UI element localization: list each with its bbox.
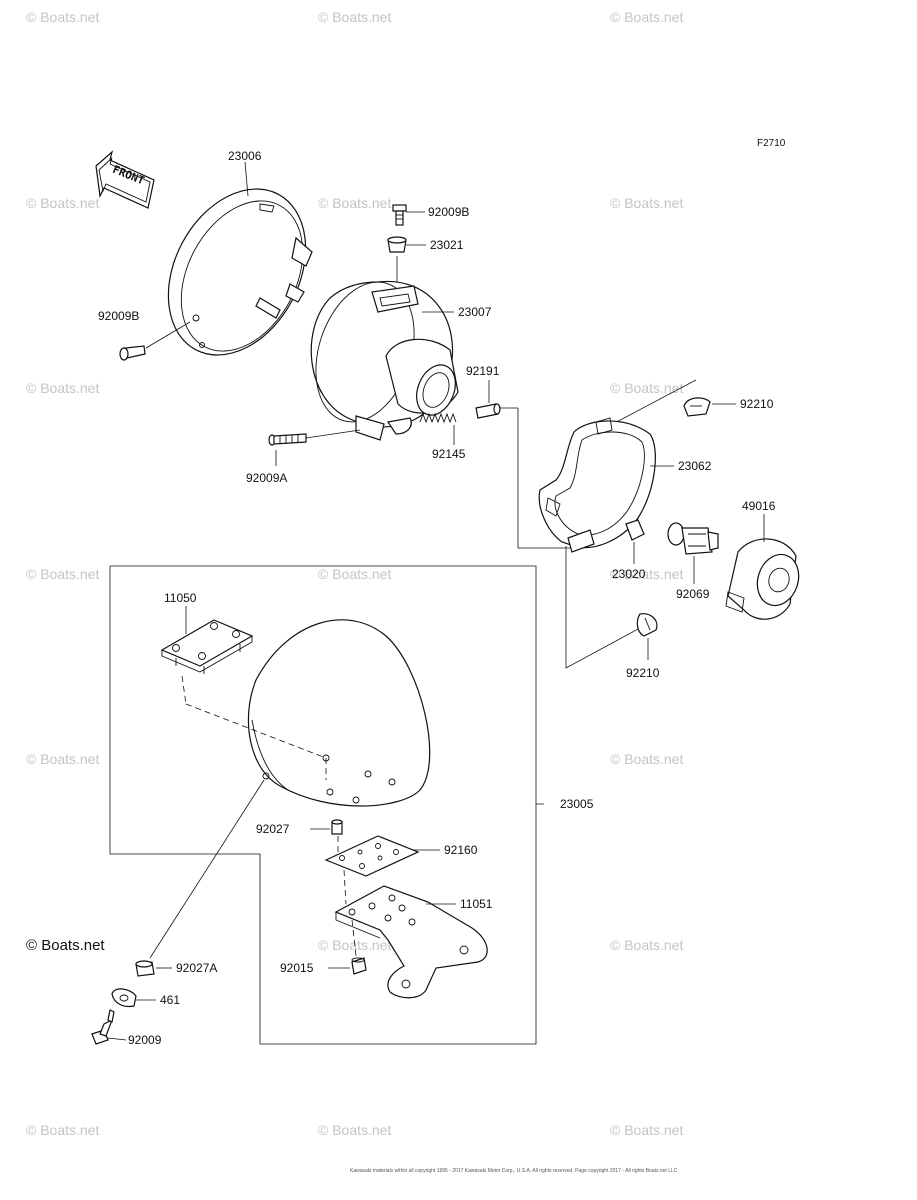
watermark: © Boats.net <box>26 9 99 25</box>
watermark: © Boats.net <box>610 380 683 396</box>
headlight-rim <box>167 188 313 356</box>
callout-23021: 23021 <box>430 238 464 252</box>
callout-92210-top: 92210 <box>740 397 774 411</box>
callout-92015: 92015 <box>280 961 314 975</box>
spring-icon <box>419 412 457 424</box>
front-arrow-icon: FRONT <box>95 150 155 209</box>
callout-92210-bottom: 92210 <box>626 666 660 680</box>
headlight-housing <box>310 280 459 441</box>
copyright-notice: Kawasaki materials within all copyright … <box>350 1168 678 1174</box>
assembly-frame <box>109 565 544 1045</box>
screw-icon <box>268 433 307 446</box>
callout-92069: 92069 <box>676 587 710 601</box>
nut-icon <box>135 960 155 977</box>
callout-92009B-top: 92009B <box>428 205 469 219</box>
bolt-icon <box>91 1009 115 1045</box>
watermark: © Boats.net <box>318 195 391 211</box>
spacer-icon <box>331 819 343 835</box>
bulb-icon <box>667 522 719 555</box>
mounting-plate-top <box>160 619 254 674</box>
callout-92009A: 92009A <box>246 471 287 485</box>
nut-icon <box>387 236 407 253</box>
brand-logo: © Boats.net <box>26 937 105 954</box>
callout-11051: 11051 <box>460 897 493 911</box>
watermark: © Boats.net <box>610 1122 683 1138</box>
callout-461: 461 <box>160 993 180 1007</box>
callout-92009B-left: 92009B <box>98 309 139 323</box>
callout-92160: 92160 <box>444 843 478 857</box>
mounting-bracket <box>334 885 488 999</box>
lamp-bracket <box>538 417 656 553</box>
callout-23062: 23062 <box>678 459 712 473</box>
clip-icon <box>636 613 658 637</box>
watermark: © Boats.net <box>26 566 99 582</box>
watermark: © Boats.net <box>610 9 683 25</box>
watermark: © Boats.net <box>26 751 99 767</box>
gasket-plate <box>324 835 420 877</box>
watermark: © Boats.net <box>610 751 683 767</box>
callout-11050: 11050 <box>164 591 197 605</box>
callout-92009: 92009 <box>128 1033 162 1047</box>
nut-icon <box>351 957 367 975</box>
callout-92027A: 92027A <box>176 961 217 975</box>
watermark: © Boats.net <box>26 195 99 211</box>
callout-23005: 23005 <box>560 797 594 811</box>
pin-icon <box>475 403 501 419</box>
callout-92145: 92145 <box>432 447 466 461</box>
bulb-cover <box>725 538 800 620</box>
watermark: © Boats.net <box>318 9 391 25</box>
screw-icon <box>392 204 407 226</box>
socket-icon <box>625 519 645 541</box>
callout-92191: 92191 <box>466 364 500 378</box>
callout-49016: 49016 <box>742 499 776 513</box>
washer-icon <box>111 988 137 1008</box>
watermark: © Boats.net <box>318 566 391 582</box>
callout-23020: 23020 <box>612 567 646 581</box>
screw-icon <box>119 345 146 361</box>
clip-icon <box>683 397 711 417</box>
watermark: © Boats.net <box>610 937 683 953</box>
figure-id: F2710 <box>757 138 786 149</box>
watermark: © Boats.net <box>610 195 683 211</box>
callout-23007: 23007 <box>458 305 492 319</box>
watermark: © Boats.net <box>26 1122 99 1138</box>
watermark: © Boats.net <box>318 1122 391 1138</box>
callout-92027: 92027 <box>256 822 290 836</box>
watermark: © Boats.net <box>26 380 99 396</box>
headlight-shell <box>247 619 431 807</box>
watermark: © Boats.net <box>610 566 683 582</box>
callout-23006: 23006 <box>228 149 262 163</box>
